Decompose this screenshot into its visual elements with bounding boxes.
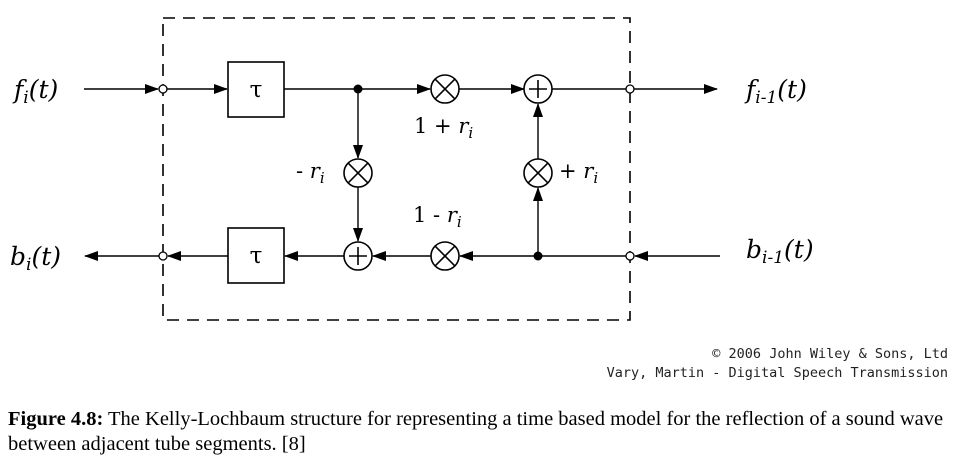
multiplier-left	[343, 158, 373, 188]
output-port-bottom	[158, 251, 168, 261]
multiplier-right	[523, 158, 553, 188]
output-port-top	[625, 84, 635, 94]
gain-label-top: 1 + ri	[414, 114, 473, 142]
label-f-in: fi(t)	[12, 75, 58, 108]
gain-label-right: + ri	[559, 159, 598, 187]
input-port-bottom	[625, 251, 635, 261]
copyright-line-2: Vary, Martin - Digital Speech Transmissi…	[606, 365, 948, 381]
input-port-top	[158, 84, 168, 94]
adder-top	[523, 74, 553, 104]
figure-caption: Figure 4.8: The Kelly-Lochbaum structure…	[8, 407, 958, 457]
multiplier-bottom	[430, 241, 460, 271]
caption-text: The Kelly-Lochbaum structure for represe…	[8, 408, 944, 455]
figure-label: Figure 4.8:	[8, 408, 104, 430]
kelly-lochbaum-diagram: τ τ	[10, 17, 814, 321]
delay-symbol-bottom: τ	[250, 243, 263, 269]
gain-label-bottom: 1 - ri	[413, 203, 462, 231]
adder-bottom	[343, 241, 373, 271]
gain-label-left: - ri	[296, 159, 325, 187]
delay-symbol-top: τ	[250, 77, 263, 103]
multiplier-top	[430, 74, 460, 104]
tube-segment-boundary	[162, 17, 631, 321]
label-f-out: fi-1(t)	[744, 75, 807, 108]
label-b-out: bi(t)	[10, 242, 61, 275]
label-b-in: bi-1(t)	[746, 235, 814, 268]
copyright-line-1: © 2006 John Wiley & Sons, Ltd	[712, 346, 948, 362]
